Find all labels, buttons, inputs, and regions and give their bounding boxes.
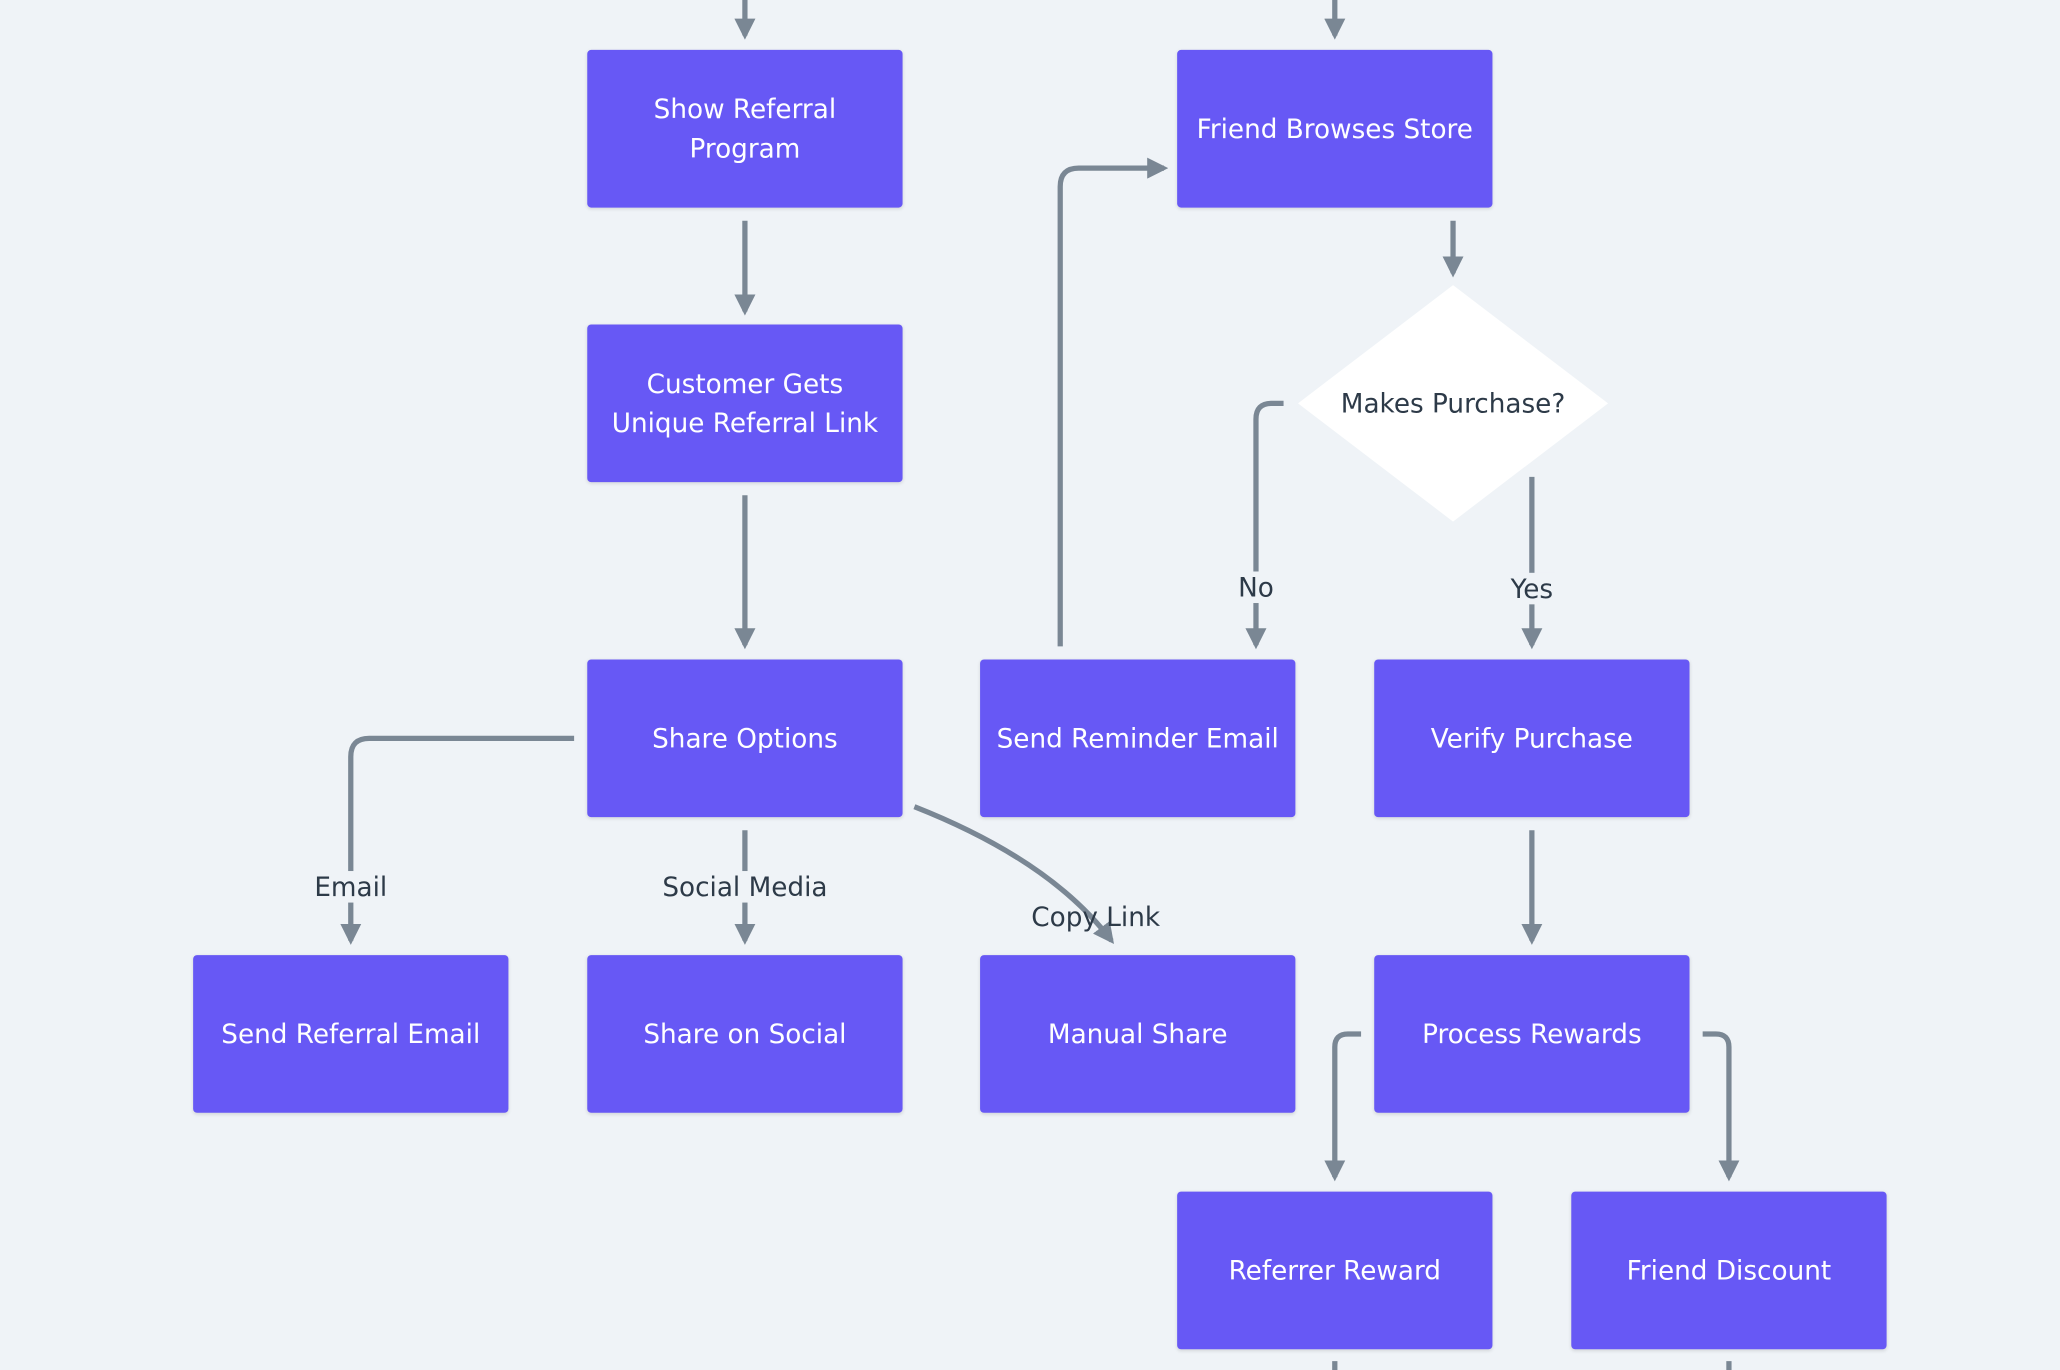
node-send-referral-email[interactable]: Send Referral Email <box>193 955 509 1113</box>
edge-label-copy-link: Copy Link <box>1031 901 1161 933</box>
node-unique-referral-link[interactable]: Customer Gets Unique Referral Link <box>587 324 903 483</box>
node-show-referral-program[interactable]: Show Referral Program <box>587 49 903 208</box>
node-manual-share[interactable]: Manual Share <box>980 955 1296 1113</box>
node-makes-purchase-decision[interactable]: Makes Purchase? <box>1298 285 1609 522</box>
edge-email <box>340 735 575 945</box>
edge-label-yes: Yes <box>1508 572 1556 605</box>
edge-copy <box>913 804 1114 945</box>
node-friend-browses-store[interactable]: Friend Browses Store <box>1177 49 1493 208</box>
node-friend-discount[interactable]: Friend Discount <box>1571 1191 1887 1350</box>
node-referrer-reward[interactable]: Referrer Reward <box>1177 1191 1493 1350</box>
edge-label-email: Email <box>311 871 390 903</box>
edge-label-no: No <box>1235 571 1277 604</box>
edge-no <box>1245 400 1284 650</box>
node-process-rewards[interactable]: Process Rewards <box>1374 955 1690 1113</box>
edge-label-social-media: Social Media <box>659 871 831 903</box>
decision-label: Makes Purchase? <box>1340 387 1566 420</box>
node-share-on-social[interactable]: Share on Social <box>587 955 903 1113</box>
edge-reminder-to-browse <box>1057 157 1169 647</box>
node-send-reminder-email[interactable]: Send Reminder Email <box>980 659 1296 818</box>
edge-process-to-friend <box>1702 1031 1740 1182</box>
node-verify-purchase[interactable]: Verify Purchase <box>1374 659 1690 818</box>
edge-process-to-referrer <box>1324 1031 1362 1182</box>
diamond-shape <box>1298 285 1609 522</box>
node-share-options[interactable]: Share Options <box>587 659 903 818</box>
